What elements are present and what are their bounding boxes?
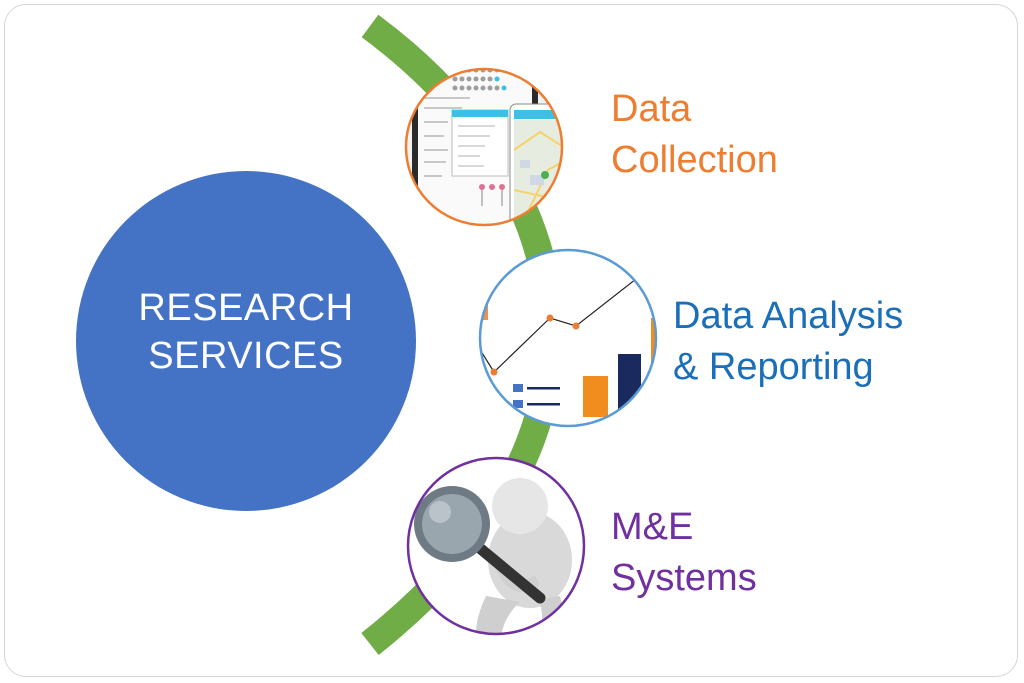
magnifying-glass-figure-icon (414, 478, 572, 634)
research-services-circle (76, 171, 416, 511)
data-collection-image (404, 67, 564, 227)
service-label-data-analysis: Data Analysis & Reporting (673, 291, 903, 393)
service-label-line-2: & Reporting (673, 346, 874, 388)
service-label-line-1: Data Analysis (673, 295, 904, 337)
research-services-title: RESEARCH SERVICES (76, 284, 416, 380)
data-analysis-image (478, 248, 658, 428)
service-label-line-2: Collection (611, 139, 778, 181)
title-line-1: RESEARCH (138, 287, 354, 329)
service-label-m-and-e: M&E Systems (611, 502, 757, 604)
m-and-e-image (406, 456, 586, 636)
service-label-line-1: M&E (611, 506, 694, 548)
title-line-2: SERVICES (148, 335, 344, 377)
service-label-line-2: Systems (611, 557, 757, 599)
service-label-line-1: Data (611, 88, 692, 130)
service-label-data-collection: Data Collection (611, 84, 778, 186)
